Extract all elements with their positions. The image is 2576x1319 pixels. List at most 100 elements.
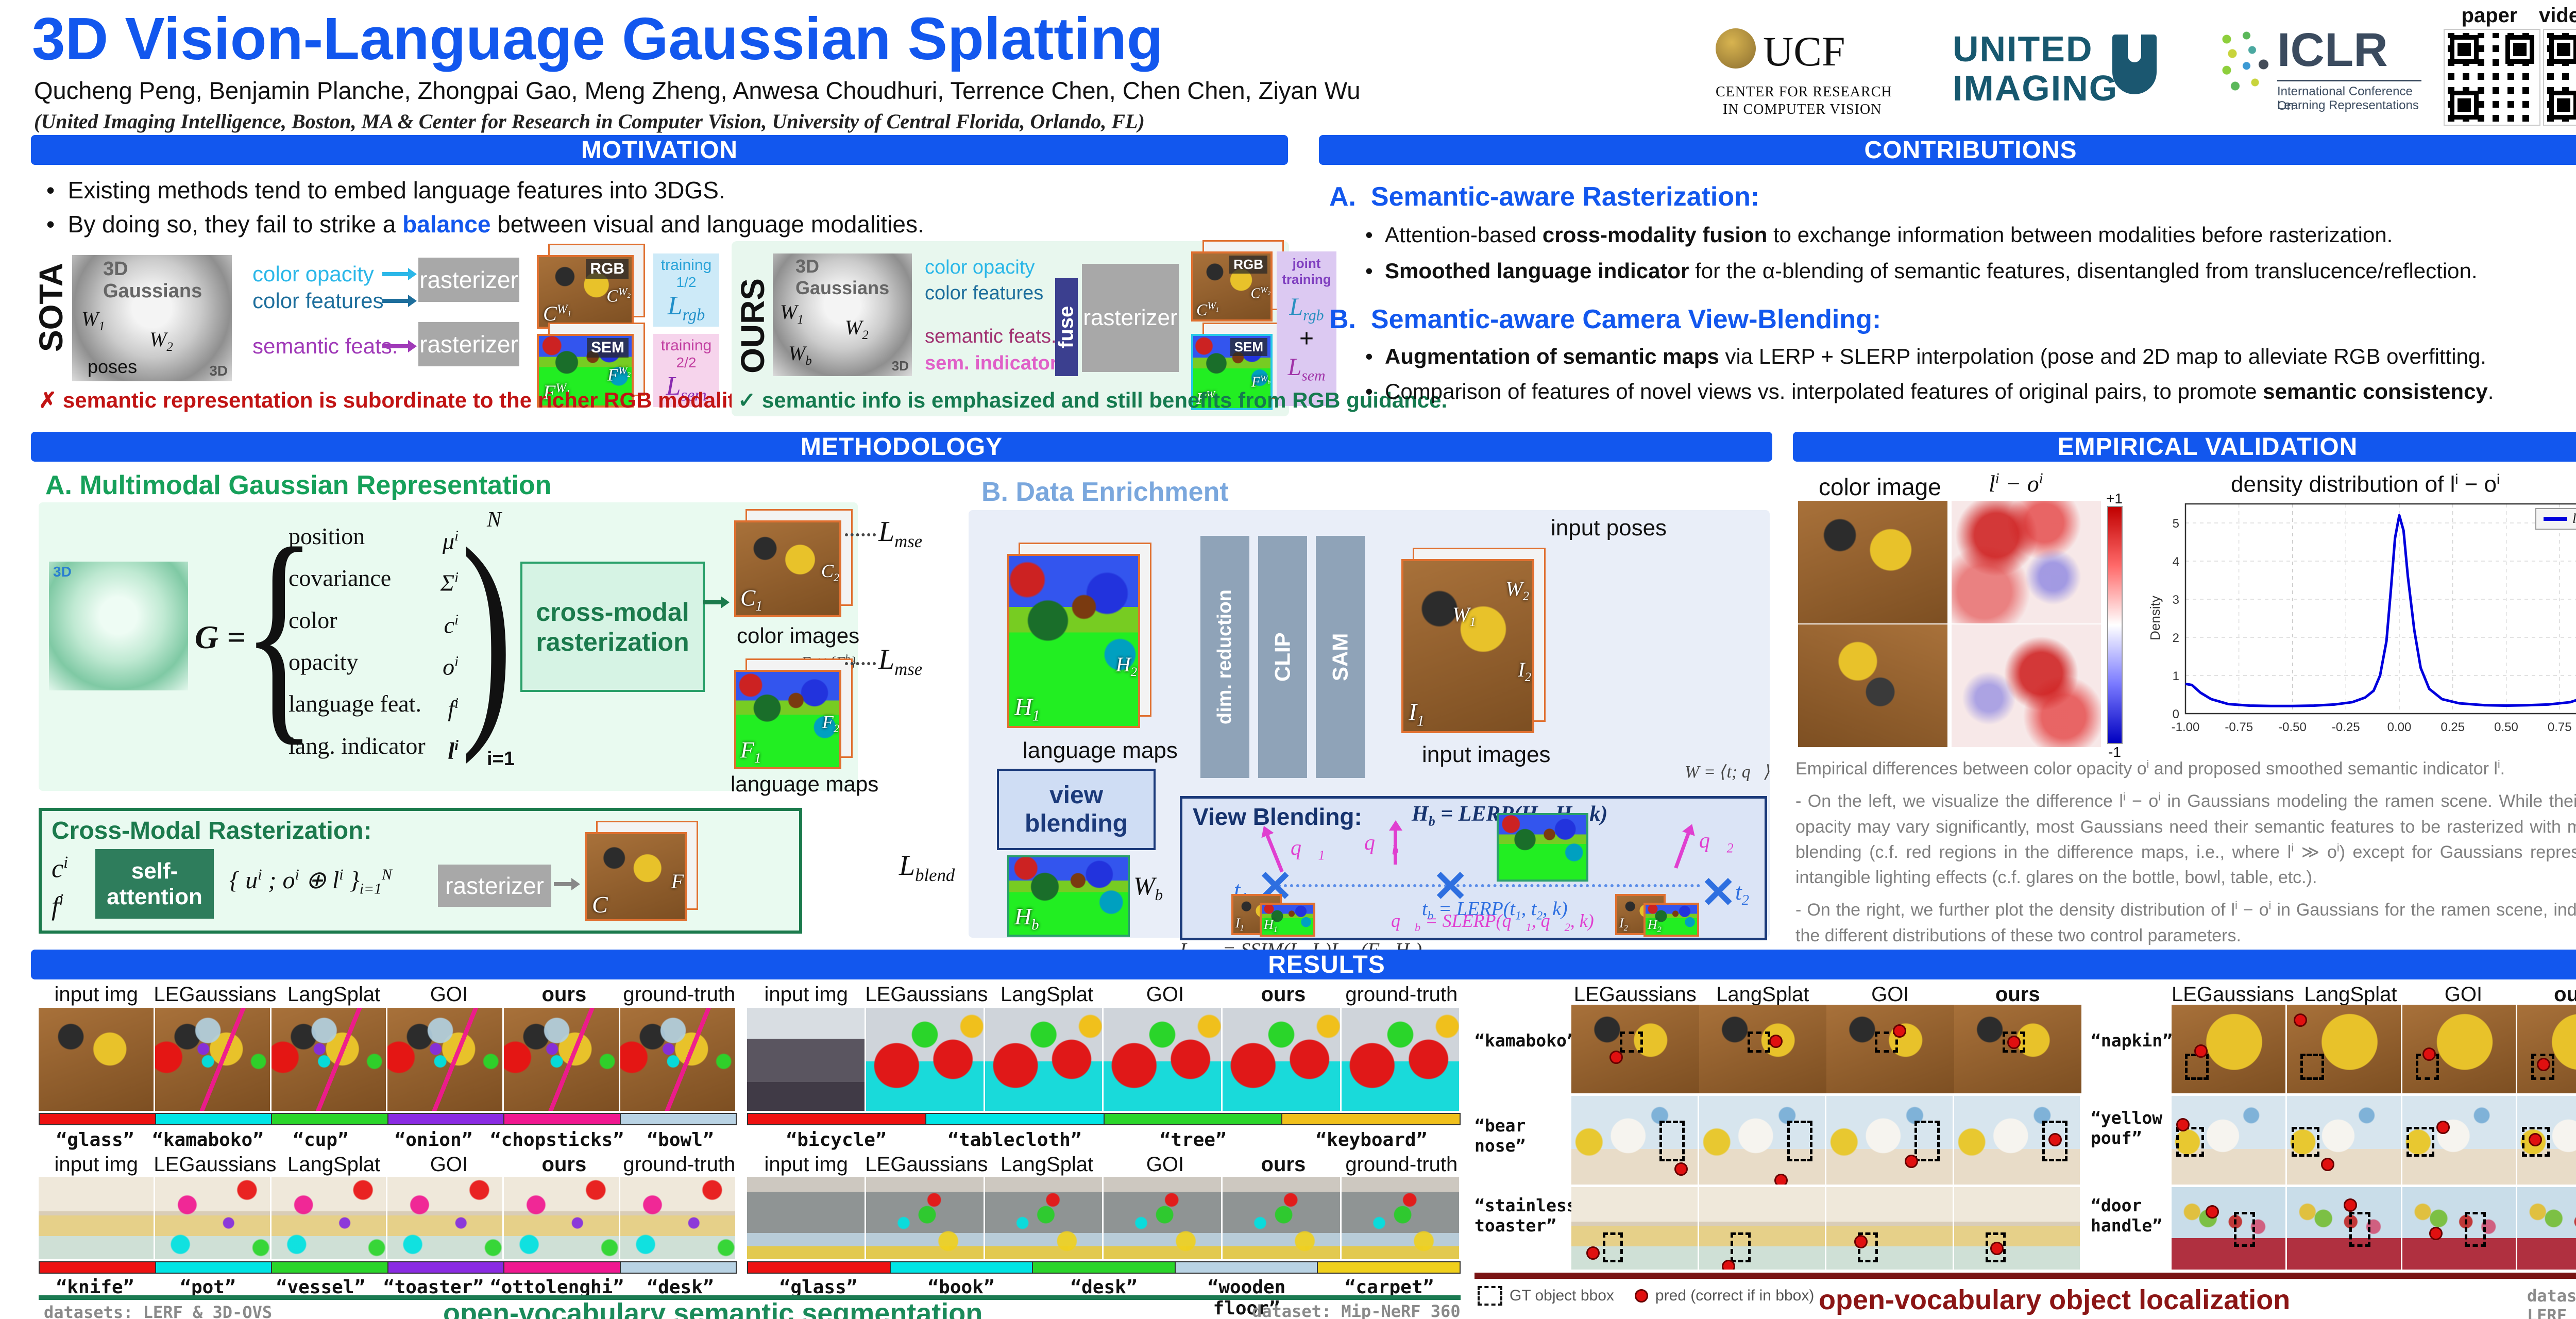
ucf-caption-line2: IN COMPUTER VISION — [1723, 102, 1882, 117]
loc-caption: open-vocabulary object localization — [1819, 1284, 2291, 1315]
svg-text:-0.25: -0.25 — [2332, 720, 2360, 734]
result-photo — [866, 1177, 985, 1259]
dim-reduction-box: dim. reduction — [1200, 536, 1249, 778]
iclr-caption-line1: International Conference On — [2277, 80, 2421, 113]
united-imaging-shield-icon — [2112, 35, 2157, 94]
input-poses-label: input poses — [1551, 515, 1667, 540]
sota-loss-rgb-box: training 1/2 Lrgb — [653, 253, 719, 327]
seg-datasets-note: datasets: LERF & 3D-OVS — [44, 1303, 273, 1319]
mse-connector-1 — [845, 533, 876, 536]
loc-right-label-2: “yellow pouf” — [2091, 1108, 2163, 1148]
h2-thumb: H2 — [1643, 903, 1699, 937]
hb-panel-thumb — [1497, 813, 1588, 882]
seg-group1-row2-images — [39, 1177, 737, 1259]
loc-left-row3 — [1571, 1187, 2081, 1270]
svg-text:2: 2 — [2173, 631, 2179, 645]
cmr-f-out-label: F — [671, 870, 684, 893]
f2-label: F2 — [822, 711, 839, 735]
c-w1-label: CW1 — [543, 302, 572, 325]
cmr-output-thumb: C F — [585, 832, 687, 921]
c-w2-label: CW2 — [1250, 284, 1270, 301]
loc-right-row3 — [2172, 1187, 2576, 1270]
motivation-bullet-1: • Existing methods tend to embed languag… — [46, 177, 725, 204]
motivation-header: MOTIVATION — [31, 135, 1288, 165]
loc-photo — [1954, 1096, 2081, 1185]
sem-tag: SEM — [1230, 338, 1267, 356]
w1-pose-label: W1 — [1452, 603, 1476, 629]
pose-w1-label: W1 — [81, 307, 105, 333]
g-row-name: position — [289, 523, 365, 549]
result-photo — [155, 1008, 272, 1111]
authors: Qucheng Peng, Benjamin Planche, Zhongpai… — [34, 77, 1361, 104]
joint-training-label: joint training — [1282, 256, 1331, 287]
seg-group2-row2-images — [747, 1177, 1461, 1259]
q1-label: q⃗1 — [1291, 836, 1325, 863]
h2-label: H2 — [1115, 653, 1137, 679]
result-photo — [39, 1177, 155, 1259]
contribution-b-title: B. Semantic-aware Camera View-Blending: — [1329, 305, 1882, 334]
ucf-wordmark: UCF — [1763, 28, 1845, 75]
svg-text:0.75: 0.75 — [2548, 720, 2572, 734]
loc-photo — [2286, 1096, 2402, 1185]
cmr-c-input: ci — [52, 853, 69, 884]
result-photo — [620, 1008, 737, 1111]
contribution-a-title: A. Semantic-aware Rasterization: — [1329, 182, 1760, 212]
empirical-chart-title: density distribution of li − oi — [2231, 471, 2500, 497]
arrow-features — [382, 299, 409, 303]
arrow-semantic — [382, 344, 409, 348]
svg-text:-0.75: -0.75 — [2225, 720, 2253, 734]
loc-photo — [1826, 1005, 1954, 1093]
result-photo — [504, 1177, 621, 1259]
cmr-c-out-label: C — [592, 891, 608, 918]
loc-legend: GT object bbox pred (correct if in bbox) — [1478, 1286, 1814, 1306]
loc-left-row2 — [1571, 1096, 2081, 1185]
g-row-symbol: fi — [448, 695, 459, 722]
loc-photo — [2286, 1005, 2402, 1093]
loss-sem: Lsem — [1287, 353, 1326, 384]
loc-left-label-1: “kamaboko” — [1475, 1030, 1577, 1051]
pose-definition: W = ⟨t; q⃗⟩ — [1685, 763, 1771, 782]
loc-photo — [2286, 1187, 2402, 1270]
sota-rasterizer-1: rasterizer — [418, 258, 519, 302]
loss-mse-2: Lmse — [878, 644, 923, 680]
sota-input-features: color features — [252, 289, 384, 313]
seg-group2-row2-legend — [747, 1261, 1461, 1274]
empirical-p2: - On the left, we visualize the differen… — [1795, 791, 2576, 888]
pose-w2-label: W2 — [149, 328, 173, 354]
svg-text:Density: Density — [2148, 596, 2163, 640]
gaussians-label: 3D Gaussians — [103, 258, 202, 302]
t2-camera-mark: ✕ — [1700, 868, 1737, 917]
svg-text:0.25: 0.25 — [2441, 720, 2465, 734]
svg-text:3: 3 — [2173, 593, 2179, 607]
loc-photo — [1699, 1005, 1826, 1093]
mse-connector-2 — [845, 662, 876, 665]
loc-photo — [2402, 1096, 2518, 1185]
ours-note: ✓ semantic info is emphasized and still … — [738, 388, 1448, 412]
loc-photo — [1571, 1187, 1699, 1270]
ours-input-indicator: sem. indicator — [925, 352, 1058, 374]
hb-label: Hb — [1014, 903, 1039, 933]
gaussian-set-sub: i=1 — [487, 748, 515, 770]
seg-group1-row2-labels: “knife”“pot”“vessel”“toaster”“ottolenghi… — [56, 1277, 714, 1298]
g-row-symbol: li — [448, 737, 459, 764]
rgb-tag: RGB — [1229, 256, 1267, 274]
tb-equation: tb = LERP(t1, t2, k) — [1422, 898, 1568, 923]
iclr-wordmark: ICLR — [2277, 24, 2388, 76]
g-row-name: opacity — [289, 648, 359, 675]
svg-text:1: 1 — [2173, 669, 2179, 683]
training-frac: 1/2 — [676, 274, 697, 290]
c1-label: C1 — [740, 585, 762, 614]
i2-label: I2 — [1619, 915, 1628, 933]
ucf-pegasus-icon — [1716, 28, 1756, 69]
seg-group1-row1-images — [39, 1008, 737, 1111]
loc-dataset-note: dataset: LERF — [2527, 1286, 2576, 1319]
loc-photo — [2517, 1187, 2576, 1270]
qr-code-paper — [2444, 29, 2540, 126]
i2-label: I2 — [1518, 658, 1531, 684]
gt-bbox-icon — [1478, 1286, 1502, 1306]
result-photo — [387, 1008, 504, 1111]
